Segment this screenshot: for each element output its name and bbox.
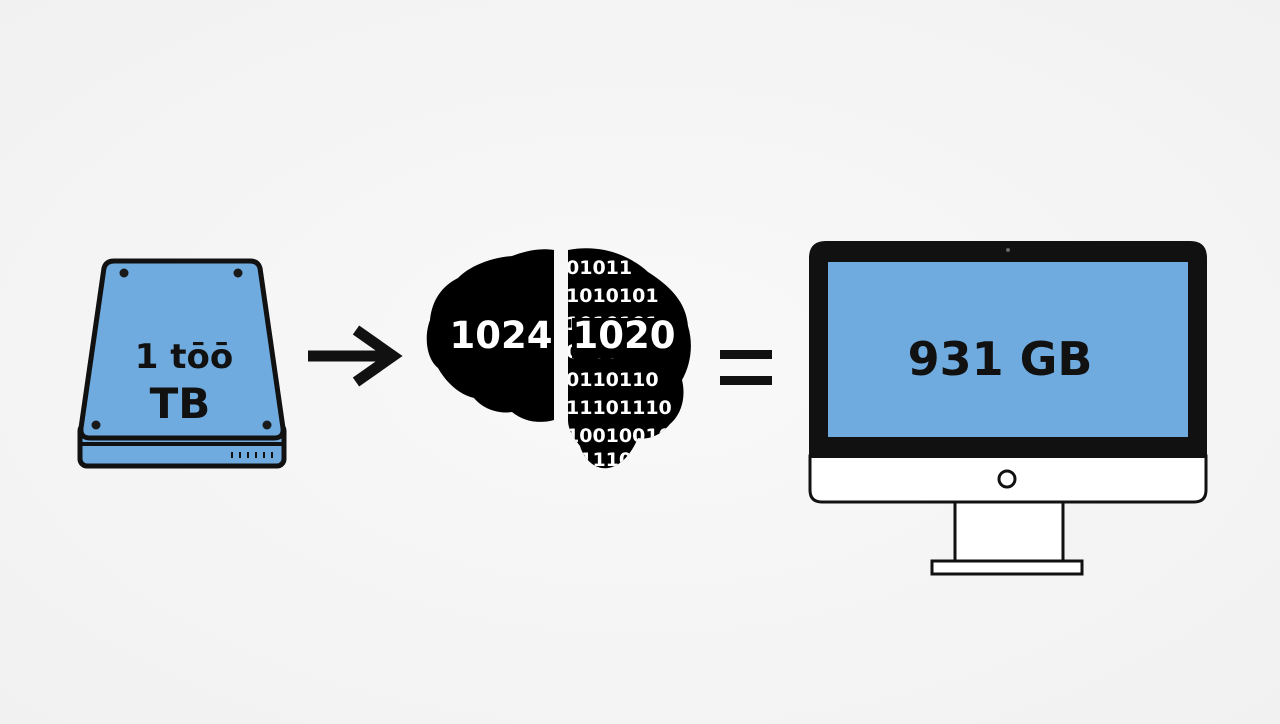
brain-right-number: 1020 [573, 314, 676, 357]
drive-label-line1: 1 tōō [135, 337, 233, 377]
binary-row: 01011 [566, 257, 632, 279]
binary-row: 10010010 [566, 425, 672, 447]
hard-drive-vents [231, 452, 273, 458]
arrow-right-icon [308, 325, 403, 387]
screw-icon [119, 268, 129, 278]
monitor-stand-neck [953, 500, 1065, 566]
screw-icon [233, 268, 243, 278]
monitor-screen [828, 262, 1188, 437]
screw-icon [91, 420, 101, 430]
hard-drive-icon: 1 tōō TB [77, 258, 287, 469]
monitor-icon: 931 GB [808, 241, 1208, 576]
equals-icon [720, 350, 772, 385]
screw-icon [262, 420, 272, 430]
binary-row: 0110110 [566, 369, 659, 391]
hard-drive-top [78, 258, 286, 441]
brain-right-hemisphere: 01011 1010101 1010101 01001 0110110 1110… [566, 248, 691, 471]
binary-row: 1010101 [566, 285, 659, 307]
monitor-screen-text: 931 GB [908, 332, 1093, 386]
brain-icon: 1024 01011 1010101 1010101 01001 0110110… [426, 248, 691, 471]
brain-left-number: 1024 [450, 314, 553, 357]
binary-row: 01110 [566, 449, 632, 471]
monitor-stand-base [930, 559, 1084, 576]
camera-icon [1006, 248, 1010, 252]
binary-row: 11101110 [566, 397, 672, 419]
brain-left-hemisphere [426, 249, 554, 422]
drive-label-line2: TB [150, 379, 211, 428]
monitor-power-button [997, 469, 1017, 489]
